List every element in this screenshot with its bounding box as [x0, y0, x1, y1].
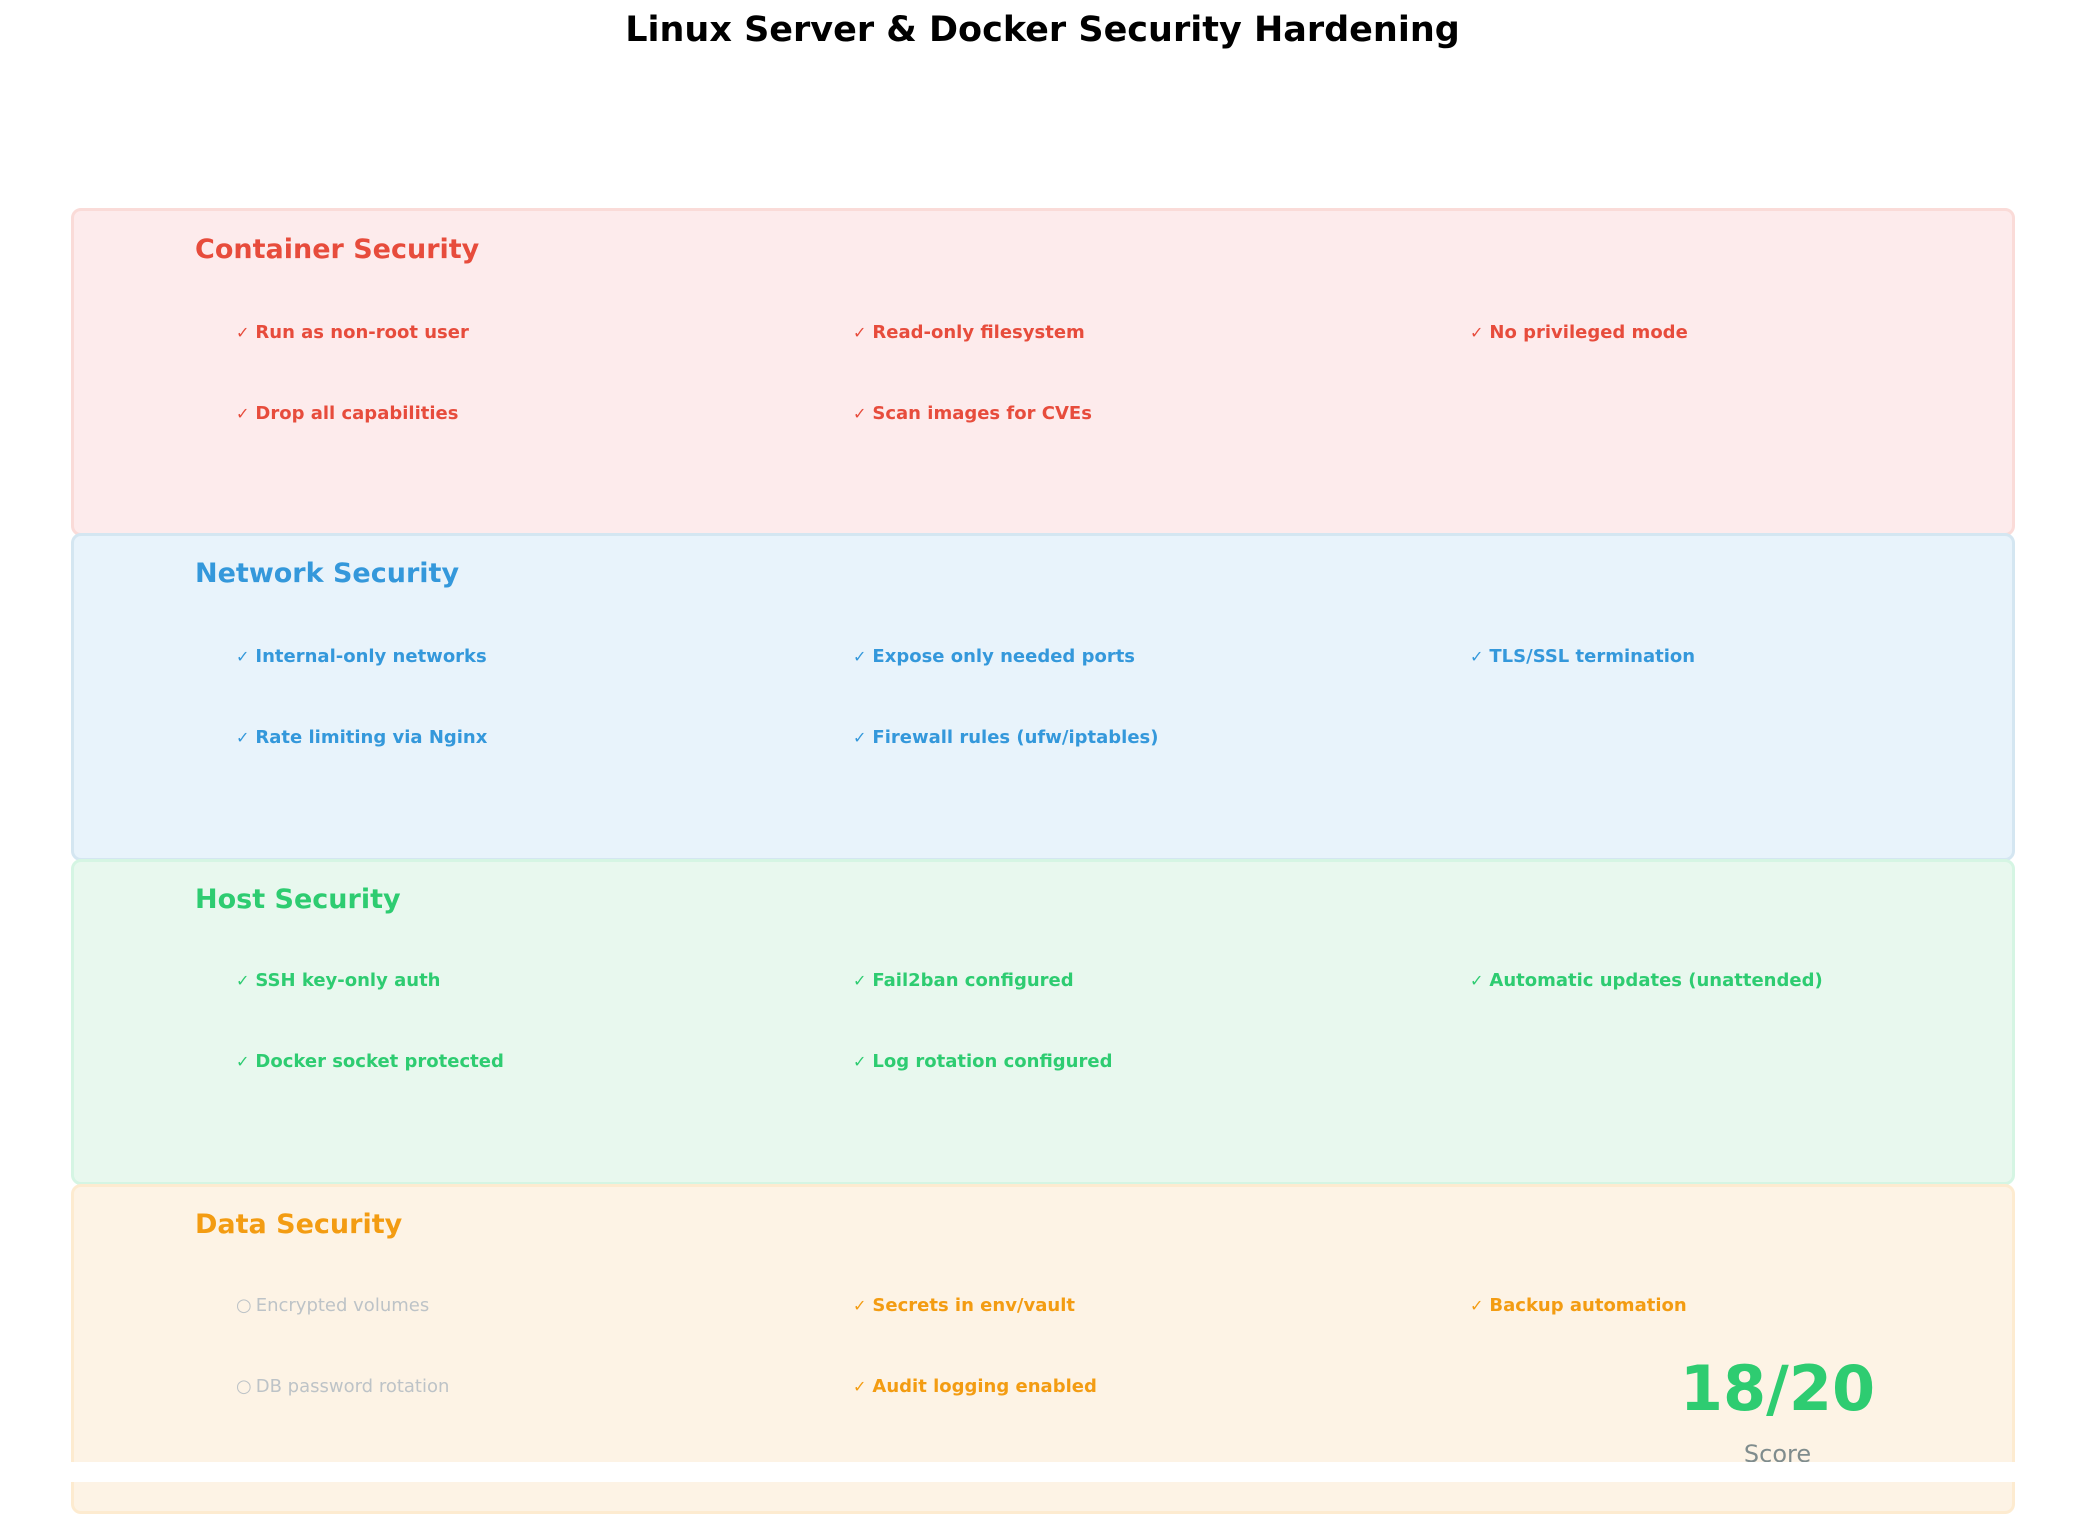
check-icon: ✓	[853, 1052, 867, 1071]
check-icon: ✓	[1470, 971, 1484, 990]
check-icon: ✓	[853, 728, 867, 747]
empty-circle-icon: ○	[236, 1376, 252, 1397]
score-value: 18/20	[1679, 1352, 1876, 1425]
checklist-item: ✓Docker socket protected	[236, 1051, 504, 1072]
check-icon: ✓	[853, 1296, 867, 1315]
checklist-item: ✓Internal-only networks	[236, 646, 487, 667]
checklist-item: ✓Drop all capabilities	[236, 403, 459, 424]
check-icon: ✓	[236, 323, 250, 342]
checklist-item: ✓Rate limiting via Nginx	[236, 727, 488, 748]
check-icon: ✓	[1470, 323, 1484, 342]
check-icon: ✓	[236, 647, 250, 666]
check-icon: ✓	[236, 1052, 250, 1071]
checklist-item: ✓Scan images for CVEs	[853, 403, 1092, 424]
page-title: Linux Server & Docker Security Hardening	[625, 10, 1460, 50]
section-container-security: Container Security	[71, 208, 2015, 536]
checklist-item: ✓SSH key-only auth	[236, 970, 441, 991]
checklist-item: ✓Firewall rules (ufw/iptables)	[853, 727, 1159, 748]
section-title: Container Security	[195, 234, 480, 265]
check-icon: ✓	[1470, 647, 1484, 666]
section-host-security: Host Security	[71, 859, 2015, 1185]
checklist-item: ✓Secrets in env/vault	[853, 1295, 1075, 1316]
checklist-item: ✓No privileged mode	[1470, 322, 1688, 343]
checklist-item: ○DB password rotation	[236, 1376, 450, 1397]
checklist-item: ✓Read-only filesystem	[853, 322, 1085, 343]
checklist-item: ✓Run as non-root user	[236, 322, 469, 343]
checklist-item: ✓Automatic updates (unattended)	[1470, 970, 1823, 991]
check-icon: ✓	[1470, 1296, 1484, 1315]
section-title: Data Security	[195, 1209, 403, 1240]
checklist-item: ✓Backup automation	[1470, 1295, 1687, 1316]
canvas-bottom-margin	[0, 1462, 2085, 1482]
section-title: Host Security	[195, 884, 401, 915]
checklist-item: ○Encrypted volumes	[236, 1295, 430, 1316]
section-data-security: Data Security	[71, 1184, 2015, 1514]
checklist-item: ✓Fail2ban configured	[853, 970, 1074, 991]
checklist-item: ✓TLS/SSL termination	[1470, 646, 1696, 667]
check-icon: ✓	[853, 971, 867, 990]
check-icon: ✓	[236, 971, 250, 990]
section-network-security: Network Security	[71, 533, 2015, 861]
check-icon: ✓	[853, 1377, 867, 1396]
check-icon: ✓	[236, 728, 250, 747]
checklist-item: ✓Expose only needed ports	[853, 646, 1136, 667]
checklist-item: ✓Audit logging enabled	[853, 1376, 1097, 1397]
check-icon: ✓	[853, 323, 867, 342]
check-icon: ✓	[236, 404, 250, 423]
check-icon: ✓	[853, 647, 867, 666]
checklist-item: ✓Log rotation configured	[853, 1051, 1113, 1072]
check-icon: ✓	[853, 404, 867, 423]
section-title: Network Security	[195, 558, 460, 589]
empty-circle-icon: ○	[236, 1295, 252, 1316]
